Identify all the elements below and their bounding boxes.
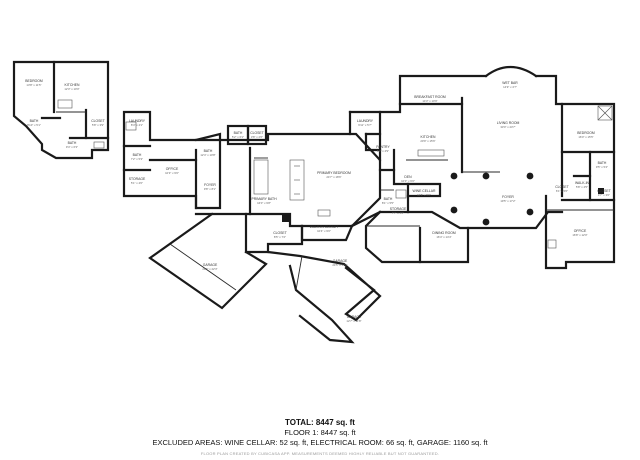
room-label: BREAKFAST ROOM — [414, 95, 446, 99]
room-dims: 6'1" x 5'6" — [556, 189, 568, 193]
room-dims: 9'8" x 8'1" — [204, 187, 216, 191]
room-dims: 6'2" x 4'9" — [377, 149, 389, 153]
total-area-label: TOTAL: 8447 sq. ft — [285, 418, 355, 427]
room-dims: 4'7" x 3'0" — [598, 193, 610, 197]
room-label: CLOSET — [273, 231, 287, 235]
room-dims: 5'2" x 6'1" — [232, 135, 244, 139]
garages — [148, 212, 382, 344]
room-dims: 7'7" x 4'6" — [392, 211, 404, 215]
room-label: BATH — [68, 141, 77, 145]
room-label: BATH — [133, 153, 142, 157]
room-dims: 13'8" x 11'5" — [26, 83, 41, 87]
room-dims: 10'5" x 5'0" — [417, 193, 431, 197]
room-label: FOYER — [204, 183, 216, 187]
room-label: OFFICE — [166, 167, 179, 171]
room-dims: 14'3" x 10'9" — [422, 99, 437, 103]
west-guest-suite — [12, 60, 110, 160]
primary-suite — [194, 132, 382, 254]
room-dims: 9'5" x 5'4" — [596, 165, 608, 169]
room-dims: 14'9" x 4'7" — [503, 85, 517, 89]
room-label: GARAGE — [203, 263, 218, 267]
room-label: DINING ROOM — [432, 231, 456, 235]
room-label: STORAGE — [129, 177, 146, 181]
room-dims: 8'5" x 7'2" — [274, 235, 286, 239]
room-label: WALK-IN — [575, 181, 590, 185]
kitchen-living — [378, 65, 564, 230]
west-wing — [122, 110, 268, 210]
room-dims: 10'3" x 9'6" — [165, 171, 179, 175]
room-dims: 8'1" x 5'5" — [382, 201, 394, 205]
room-dims: 29'5" x 22'3" — [202, 267, 217, 271]
room-dims: 16'8" x 12'0" — [572, 233, 587, 237]
room-label: LAUNDRY — [357, 119, 374, 123]
south-central-rooms — [350, 210, 470, 264]
room-label: KITCHEN — [65, 83, 80, 87]
floor-area-label: FLOOR 1: 8447 sq. ft — [284, 428, 356, 437]
room-dims: 5'1" x 4'0" — [131, 181, 143, 185]
disclaimer-text: FLOOR PLAN CREATED BY CUBICASA APP. MEAS… — [200, 451, 440, 456]
room-label: BATH — [30, 119, 39, 123]
room-label: WET BAR — [502, 81, 518, 85]
room-label: GARAGE — [333, 259, 348, 263]
room-dims: 33'0" x 23'7" — [500, 125, 515, 129]
room-dims: 8'10" x 5'1" — [27, 123, 41, 127]
room-label: BATH — [384, 197, 393, 201]
room-dims: 5'8" x 4'5" — [576, 185, 588, 189]
room-label: DEN — [404, 175, 412, 179]
room-dims: 5'8" x 3'9" — [92, 123, 104, 127]
room-label: GARAGE — [347, 315, 362, 319]
room-dims: 8'4" x 4'1" — [131, 123, 143, 127]
room-dims: 12'3" x 10'0" — [64, 87, 79, 91]
room-label: BATH — [598, 161, 607, 165]
room-dims: 19'5" x 17'2" — [500, 199, 515, 203]
room-label: PRIMARY BATH — [251, 197, 277, 201]
room-dims: 12'4" x 10'8" — [200, 153, 215, 157]
room-label: BEDROOM — [25, 79, 43, 83]
room-dims: 10'4" x 9'0" — [317, 229, 331, 233]
room-label: PRIMARY BEDROOM — [317, 171, 351, 175]
room-dims: 24'5" x 17'4" — [332, 263, 347, 267]
room-labels: BEDROOM 13'8" x 11'5" BATH 8'10" x 5'1" … — [25, 79, 611, 323]
room-label: PANTRY — [376, 145, 390, 149]
room-label: LAUNDRY — [129, 119, 146, 123]
room-label: WINE CELLAR — [413, 189, 437, 193]
room-dims: 20'9" x 15'6" — [420, 139, 435, 143]
room-dims: 10'0" x 6'0" — [401, 179, 415, 183]
room-label: CLOSET — [91, 119, 105, 123]
room-dims: 3'8" x 2'6" — [251, 135, 263, 139]
excluded-areas-label: EXCLUDED AREAS: WINE CELLAR: 52 sq. ft, … — [152, 437, 488, 447]
room-label: LIVING ROOM — [497, 121, 520, 125]
room-dims: 16'0" x 15'5" — [578, 135, 593, 139]
room-label: CLOSET — [597, 189, 611, 193]
room-label: BEDROOM — [577, 131, 595, 135]
room-label: CLOSET — [250, 131, 264, 135]
area-summary: TOTAL: 8447 sq. ft FLOOR 1: 8447 sq. ft … — [0, 418, 640, 458]
central-rooms — [348, 110, 442, 214]
room-label: BATH — [234, 131, 243, 135]
room-dims: 7'2" x 5'3" — [131, 157, 143, 161]
room-dims: 6'11" x 5'7" — [358, 123, 372, 127]
room-dims: 16'4" x 14'4" — [436, 235, 451, 239]
room-dims: 16'0" x 9'8" — [257, 201, 271, 205]
room-label: STORAGE — [390, 207, 407, 211]
room-label: WALK-IN CLOSET — [310, 225, 339, 229]
room-dims: 24'7" x 18'6" — [326, 175, 341, 179]
room-dims: 9'4" x 6'3" — [66, 145, 78, 149]
room-label: FOYER — [502, 195, 514, 199]
room-label: OFFICE — [574, 229, 587, 233]
room-label: BATH — [204, 149, 213, 153]
east-suite — [544, 102, 616, 270]
room-dims: 12'7" x 11'8" — [346, 319, 361, 323]
room-label: KITCHEN — [421, 135, 436, 139]
room-label: CLOSET — [555, 185, 569, 189]
